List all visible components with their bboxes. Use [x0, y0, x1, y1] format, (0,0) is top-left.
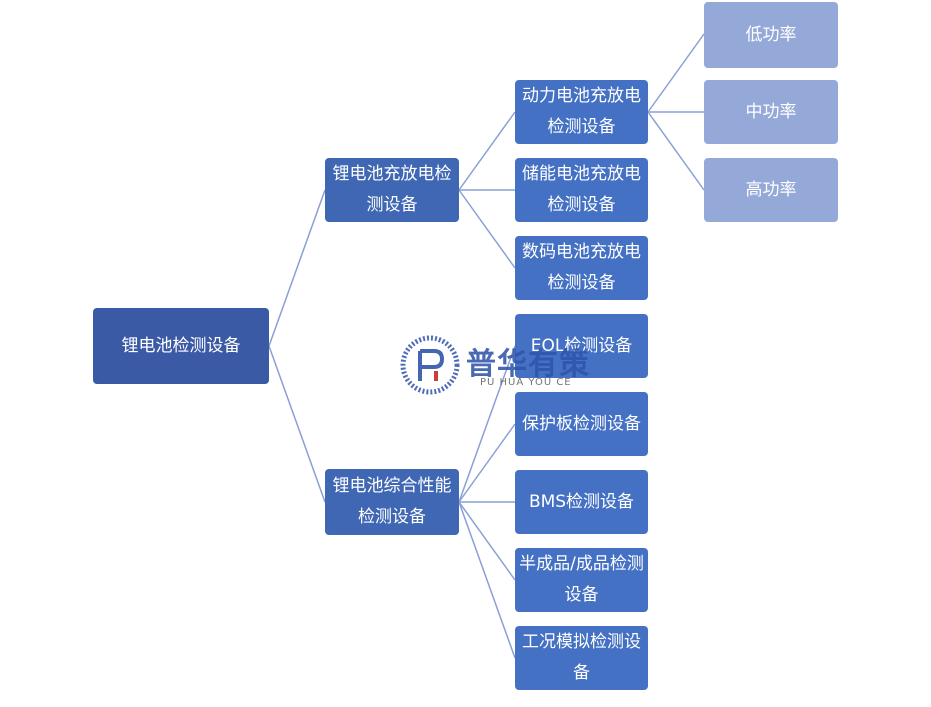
condition-simulation-label: 工况模拟检测设备	[522, 632, 641, 683]
semi-finished-label: 半成品/成品检测设备	[519, 554, 644, 605]
low-power-node: 低功率	[704, 2, 838, 68]
power-battery-node: 动力电池充放电检测设备	[515, 80, 648, 144]
digital-battery-node: 数码电池充放电检测设备	[515, 236, 648, 300]
storage-battery-label: 储能电池充放电检测设备	[522, 164, 641, 215]
power-battery-label: 动力电池充放电检测设备	[522, 86, 641, 137]
semi-finished-node: 半成品/成品检测设备	[515, 548, 648, 612]
protection-board-node: 保护板检测设备	[515, 392, 648, 456]
storage-battery-node: 储能电池充放电检测设备	[515, 158, 648, 222]
root-label: 锂电池检测设备	[121, 335, 241, 356]
branch-comprehensive-performance-node: 锂电池综合性能检测设备	[325, 469, 459, 535]
branch-charge-discharge-label: 锂电池充放电检测设备	[332, 164, 452, 215]
bms-node: BMS检测设备	[515, 470, 648, 534]
branch-charge-discharge-node: 锂电池充放电检测设备	[325, 158, 459, 222]
high-power-node: 高功率	[704, 158, 838, 222]
eol-label: EOL检测设备	[530, 335, 633, 356]
root-node: 锂电池检测设备	[93, 308, 269, 384]
protection-board-label: 保护板检测设备	[522, 413, 641, 434]
medium-power-node: 中功率	[704, 80, 838, 144]
bms-label: BMS检测设备	[528, 491, 635, 512]
medium-power-label: 中功率	[745, 101, 797, 122]
digital-battery-label: 数码电池充放电检测设备	[522, 242, 641, 293]
eol-node: EOL检测设备	[515, 314, 648, 378]
condition-simulation-node: 工况模拟检测设备	[515, 626, 648, 690]
low-power-label: 低功率	[745, 24, 797, 45]
branch-comprehensive-performance-label: 锂电池综合性能检测设备	[332, 476, 452, 527]
high-power-label: 高功率	[745, 179, 797, 200]
